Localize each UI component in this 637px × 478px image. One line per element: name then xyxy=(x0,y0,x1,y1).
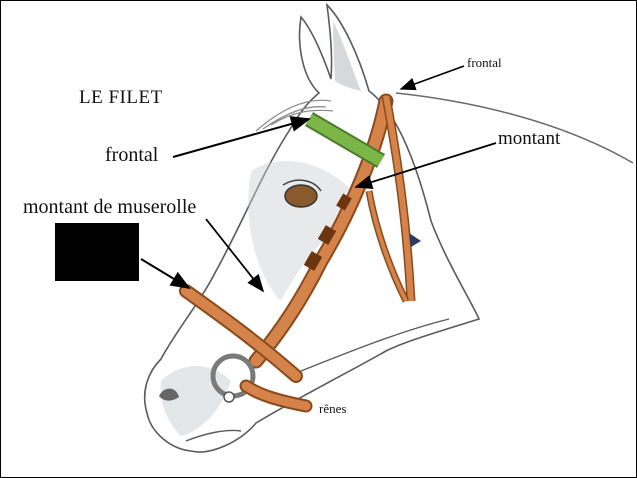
ear-shading xyxy=(333,21,361,91)
horse-head xyxy=(143,2,481,453)
nostril xyxy=(159,388,179,401)
label-montant-de-muserolle: montant de muserolle xyxy=(23,196,197,218)
arrow-muserolle-strap xyxy=(205,218,265,293)
arrow-frontal-left xyxy=(172,116,311,158)
neck-outline xyxy=(395,92,634,164)
eye xyxy=(284,184,318,208)
label-renes: rênes xyxy=(319,401,347,416)
label-montant: montant xyxy=(498,128,561,149)
jaw-outline xyxy=(300,318,450,372)
label-frontal-top: frontal xyxy=(467,55,502,70)
head-shading xyxy=(248,161,361,301)
redacted-label-box xyxy=(55,223,139,281)
mouth xyxy=(185,429,242,442)
diagram-title: LE FILET xyxy=(79,87,163,108)
arrow-frontal-top xyxy=(399,65,465,91)
forelock xyxy=(255,99,334,132)
arrow-muserolle-box xyxy=(140,258,191,290)
arrow-montant xyxy=(354,142,497,190)
label-frontal: frontal xyxy=(105,144,159,166)
